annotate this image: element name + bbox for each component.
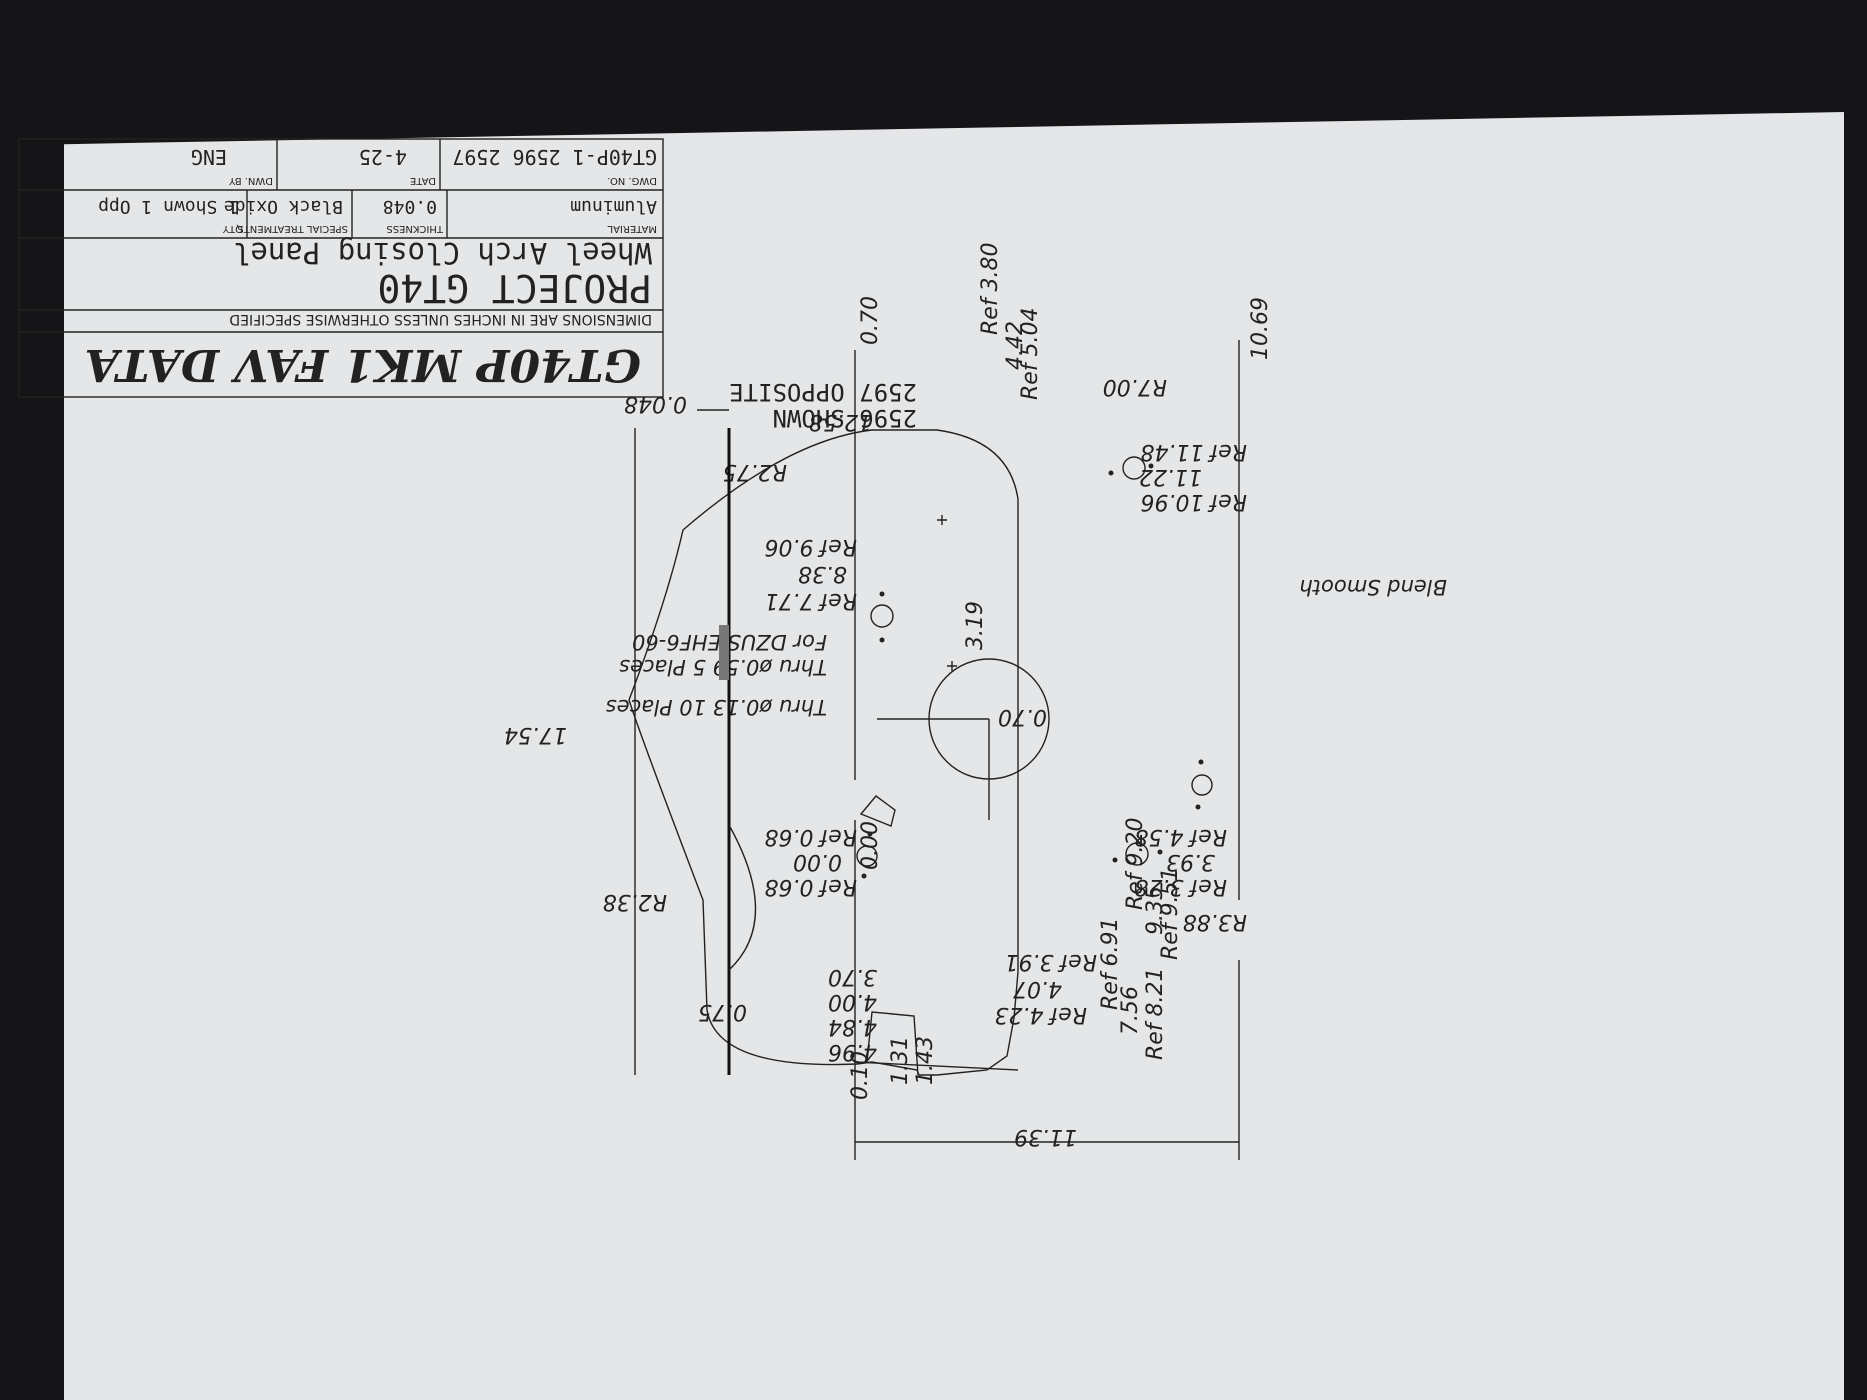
note-shown: 2596 SHOWN [773, 404, 918, 432]
dim-ref-3-28: Ref 3.28 [1134, 874, 1227, 899]
dim-ref-4-23: Ref 4.23 [994, 1002, 1087, 1027]
panel-outline [628, 429, 1019, 1076]
dim-circle-y: 3.19 [963, 601, 988, 650]
dim-4-00: 4.00 [828, 989, 877, 1014]
qty-value: 1 Shown 1 Opp [98, 196, 239, 217]
dim-0-10: 0.10 [848, 1051, 873, 1100]
dim-4-84: 4.84 [828, 1014, 877, 1039]
treatments-value: Black Oxide [224, 196, 343, 217]
dim-3-93: 3.93 [1166, 849, 1215, 874]
dim-bulge-radius: R2.38 [603, 889, 667, 914]
part-name: Wheel Arch Closing Panel [233, 236, 652, 270]
dim-ref-9-20: Ref 9.20 [1123, 817, 1148, 910]
dwg-no-value: GT40P-1 2596 2597 [452, 145, 657, 169]
dim-thickness: 0.048 [624, 391, 687, 416]
note-thru-small: Thru ø0.13 10 Places [606, 695, 827, 719]
drawing-title: GT40P MK1 FAV DATA [85, 339, 641, 390]
title-block: GT40P MK1 FAV DATA DIMENSIONS ARE IN INC… [18, 138, 664, 398]
project-name: PROJECT GT40 [377, 266, 652, 310]
material-header: MATERIAL [607, 223, 657, 234]
dim-ref-6-91: Ref 6.91 [1098, 917, 1123, 1010]
dim-7-56: 7.56 [1118, 986, 1143, 1035]
thickness-header: THICKNESS [386, 223, 444, 234]
dim-4-07: 4.07 [1013, 976, 1062, 1001]
dim-ref-9-06: Ref 9.06 [764, 534, 857, 559]
dim-1-31: 1.31 [888, 1036, 913, 1085]
dim-3-70: 3.70 [828, 964, 877, 989]
dim-overall-width: 11.39 [1014, 1124, 1077, 1149]
dim-4-42: 4.42 [1003, 321, 1028, 370]
dim-ref-4-58: Ref 4.58 [1134, 824, 1227, 849]
thickness-value: 0.048 [383, 196, 437, 217]
dim-4-96: 4.96 [828, 1039, 877, 1064]
qty-header: QTY [222, 223, 243, 234]
dim-ref-10-96: Ref 10.96 [1140, 489, 1247, 514]
dim-ref-8-21: Ref 8.21 [1143, 967, 1168, 1060]
dim-ref-9-51: Ref 9.51 [1158, 867, 1183, 960]
dim-r275: R2.75 [723, 459, 787, 484]
units-note: DIMENSIONS ARE IN INCHES UNLESS OTHERWIS… [229, 311, 652, 327]
dim-ref-7-71: Ref 7.71 [764, 588, 857, 613]
fastener-holes [856, 456, 1213, 879]
dim-ref-3-80: Ref 3.80 [978, 242, 1003, 335]
dim-side-length: 17.54 [504, 722, 567, 747]
dwg-no-header: DWG. NO. [607, 175, 657, 186]
dim-top-edge: 12.58 [809, 409, 872, 434]
dim-ref-3-91: Ref 3.91 [1004, 949, 1097, 974]
dim-r388: R3.88 [1183, 909, 1247, 934]
date-value: 4-25 [359, 145, 407, 169]
treatments-header: SPECIAL TREATMENTS [237, 223, 348, 234]
note-blend-smooth: Blend Smooth [1299, 575, 1447, 599]
dim-bulge-offset: 0.75 [698, 999, 747, 1024]
dim-ref-0-68-bot: Ref 0.68 [764, 874, 857, 899]
note-opposite: 2597 OPPOSITE [729, 378, 917, 406]
dim-overall-height: 10.69 [1248, 297, 1273, 360]
dim-ref-5-04: Ref 5.04 [1018, 307, 1043, 400]
dim-r7: R7.00 [1103, 374, 1167, 399]
dim-left-ref: 0.70 [858, 296, 883, 345]
side-view: 17.54 R2.38 0.75 0.048 [504, 391, 757, 1075]
dim-ref-11-48: Ref 11.48 [1140, 439, 1247, 464]
drawing-sheet [64, 112, 1844, 1400]
dim-1-43: 1.43 [913, 1036, 938, 1085]
dim-ref-0-68-top: Ref 0.68 [764, 824, 857, 849]
date-header: DATE [410, 175, 436, 186]
dim-9-35: 9.35 [1143, 886, 1168, 935]
dim-8-38: 8.38 [798, 561, 847, 586]
material-value: Aluminum [570, 196, 657, 217]
dim-circle-x: 0.70 [998, 704, 1047, 729]
dwn-by-value: ENG [191, 145, 227, 169]
dwn-by-header: DWN. BY [228, 175, 273, 186]
dim-11-22: 11.22 [1139, 464, 1202, 489]
dim-zero-x: 0.00 [858, 821, 883, 870]
dim-zero-y: 0.00 [793, 849, 842, 874]
